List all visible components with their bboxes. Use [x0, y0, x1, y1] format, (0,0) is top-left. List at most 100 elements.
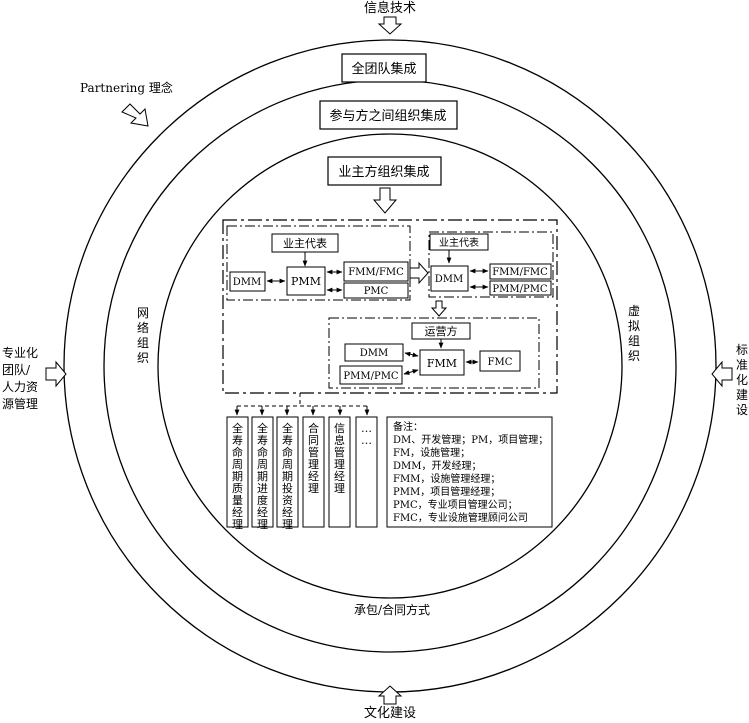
manager-char: 管 [308, 445, 319, 459]
operator-dmm-box [344, 343, 404, 362]
manager-char: 理 [308, 482, 319, 495]
label-partnering: Partnering 理念 [80, 80, 173, 95]
svg-text:业主代表: 业主代表 [439, 236, 479, 249]
manager-char: 理 [308, 458, 319, 471]
svg-text:人力资: 人力资 [2, 380, 38, 394]
manager-contract-box [302, 416, 325, 528]
note-line: FMM，设施管理经理； [393, 472, 500, 485]
operator-fmm-box [419, 349, 465, 376]
owner-org-label: 业主方组织集成 [338, 164, 429, 180]
manager-quality-box [226, 416, 249, 528]
left-block [226, 225, 411, 301]
manager-char: 进 [257, 482, 268, 495]
hollow-arrow-down-icon [372, 187, 398, 214]
svg-text:PMC: PMC [364, 286, 389, 297]
manager-char: 经 [232, 506, 243, 519]
svg-text:PMM/PMC: PMM/PMC [343, 371, 399, 382]
manager-char: 经 [282, 506, 293, 519]
manager-char: 全 [282, 421, 293, 435]
notes-text: 备注：DM、开发管理；PM，项目管理；FM，设施管理；DMM，开发经理；FMM，… [393, 420, 548, 524]
manager-char: 命 [282, 445, 293, 459]
hollow-arrow-right-icon [409, 261, 429, 285]
right-dmm-box [430, 265, 469, 292]
note-line: FM，设施管理； [393, 446, 470, 459]
svg-text:虚: 虚 [628, 304, 640, 318]
manager-char: 资 [282, 494, 293, 507]
operator-pmm-pmc-box [339, 365, 403, 385]
note-line: PMC，专业项目管理公司； [393, 498, 518, 511]
left-fmm-fmc-box [343, 261, 409, 282]
full-team-box [341, 53, 427, 83]
note-line: DMM，开发经理； [393, 459, 482, 472]
inner-ring [157, 133, 623, 599]
hollow-arrow-down-small-icon [430, 300, 448, 317]
arrow-down-icon [377, 16, 403, 35]
manager-char: 全 [232, 421, 243, 435]
manager-char: 全 [257, 421, 268, 435]
svg-text:织: 织 [628, 349, 640, 363]
left-pmc-box [343, 282, 409, 299]
svg-text:FMM: FMM [427, 357, 457, 370]
operator-fmc-box [479, 350, 521, 372]
virtual-org-label: 虚 拟 组 织 [628, 304, 640, 363]
manager-char: 寿 [282, 433, 293, 447]
arrow-diagonal-icon [121, 103, 149, 127]
manager-char: 命 [232, 445, 243, 459]
arrow-right-icon [45, 360, 67, 388]
manager-char: … [361, 434, 372, 447]
contract-label: 承包/合同方式 [354, 602, 430, 617]
manager-char: 合 [308, 421, 319, 435]
manager-char: 信 [334, 422, 345, 435]
manager-char: 经 [308, 470, 319, 483]
label-standardization: 标 准 化 建 设 [736, 343, 748, 417]
svg-text:标: 标 [736, 343, 748, 357]
arrow-left-icon [711, 360, 733, 388]
manager-char: 周 [282, 458, 293, 471]
manager-char: 期 [232, 470, 243, 483]
manager-char: 理 [282, 518, 293, 531]
svg-text:DMM: DMM [435, 274, 464, 285]
participants-label: 参与方之间组织集成 [329, 108, 446, 124]
manager-char: 理 [257, 518, 268, 531]
svg-text:FMC: FMC [488, 357, 513, 368]
svg-text:拟: 拟 [628, 319, 640, 333]
manager-connector [234, 393, 370, 416]
svg-text:网: 网 [137, 306, 149, 320]
manager-char: 寿 [232, 433, 243, 447]
manager-char: … [361, 422, 372, 435]
note-line: FMC，专业设施管理顾问公司 [393, 511, 528, 524]
svg-text:FMM/FMC: FMM/FMC [348, 267, 404, 278]
full-team-label: 全团队集成 [351, 61, 416, 77]
svg-text:业主代表: 业主代表 [283, 236, 327, 250]
manager-information-box [328, 416, 351, 528]
operator-block [328, 317, 540, 389]
manager-char: 度 [257, 493, 268, 507]
label-professional-team: 专业化 团队/ 人力资 源管理 [2, 345, 38, 411]
manager-ellipsis-box [355, 416, 378, 528]
svg-text:组: 组 [628, 334, 640, 348]
right-pmm-pmc-box [489, 280, 552, 296]
managers: 全寿命周期质量经理全寿命周期进度经理全寿命周期投资经理合同管理经理信息管理经理…… [226, 416, 378, 531]
svg-text:FMM/FMC: FMM/FMC [492, 267, 548, 278]
svg-text:PMM: PMM [291, 275, 321, 288]
svg-text:DMM: DMM [360, 348, 389, 359]
svg-text:准: 准 [736, 358, 748, 372]
arrow-up-icon [377, 685, 403, 705]
left-pmm-box [286, 266, 326, 296]
svg-text:化: 化 [736, 373, 748, 387]
network-org-label: 网 络 组 织 [137, 306, 149, 365]
label-culture: 文化建设 [364, 706, 416, 721]
manager-char: 息 [334, 433, 345, 447]
svg-text:源管理: 源管理 [2, 396, 38, 411]
manager-char: 期 [257, 470, 268, 483]
manager-char: 理 [334, 458, 345, 471]
manager-char: 周 [257, 458, 268, 471]
manager-char: 寿 [257, 433, 268, 447]
manager-char: 同 [308, 434, 319, 447]
notes-box [386, 416, 553, 528]
manager-investment-box [276, 416, 299, 528]
manager-char: 经 [257, 506, 268, 519]
manager-char: 理 [232, 518, 243, 531]
manager-char: 周 [232, 458, 243, 471]
